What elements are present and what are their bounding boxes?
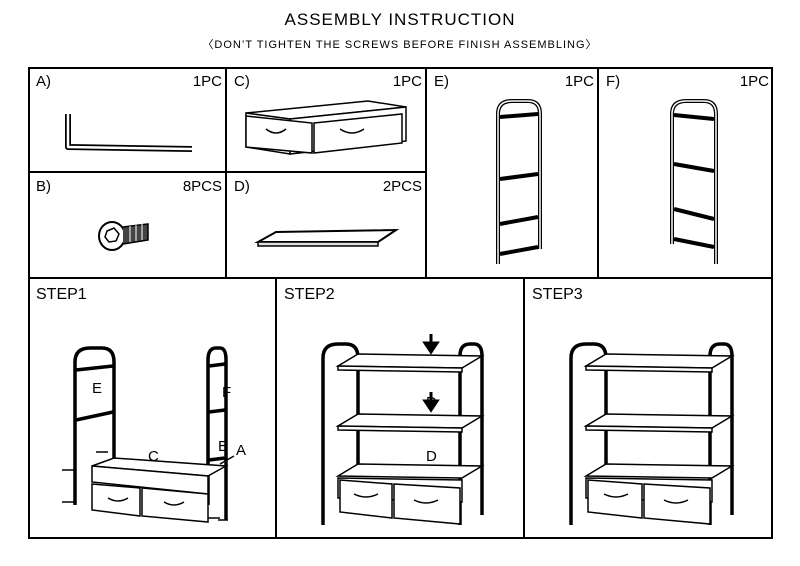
part-c-cell: C) 1PC [228, 69, 428, 174]
step3-illustration [569, 342, 735, 525]
step1-illustration [62, 346, 235, 523]
part-b-cell: B) 8PCS [30, 174, 228, 280]
step2-illustration [321, 334, 485, 525]
instruction-grid: A) 1PC B) 8PCS C) 1PC [28, 67, 773, 539]
page-subtitle: 〈DON’T TIGHTEN THE SCREWS BEFORE FINISH … [202, 39, 598, 51]
part-d-cell: D) 2PCS [228, 174, 428, 280]
part-d-qty: 2PCS [382, 178, 422, 195]
step1-title: STEP1 [36, 286, 87, 303]
grid-lines [28, 67, 773, 539]
part-e-cell: E) 1PC [428, 69, 600, 280]
step2-title: STEP2 [284, 286, 335, 303]
part-b-qty: 8PCS [182, 178, 222, 195]
step3-title: STEP3 [532, 286, 583, 303]
step1-label-f: F [222, 384, 232, 401]
step3-cell: STEP3 [526, 280, 775, 541]
step1-label-e: E [92, 380, 103, 397]
part-f-qty: 1PC [739, 73, 769, 90]
allen-key-icon [65, 114, 193, 152]
step2-cell: STEP2 [278, 280, 526, 541]
part-c-qty: 1PC [392, 73, 422, 90]
part-d-label: D) [234, 178, 250, 195]
part-f-cell: F) 1PC [600, 69, 775, 280]
step1-label-b: B [218, 438, 229, 455]
side-frame-f-icon [670, 99, 718, 264]
part-e-label: E) [434, 73, 449, 90]
shelf-board-icon [254, 228, 400, 247]
part-c-label: C) [234, 73, 250, 90]
screw-icon [98, 221, 149, 251]
drawer-unit-icon [245, 100, 407, 155]
part-a-label: A) [36, 73, 51, 90]
part-f-label: F) [606, 73, 621, 90]
part-e-qty: 1PC [564, 73, 594, 90]
step1-label-c: C [148, 448, 159, 465]
part-a-qty: 1PC [192, 73, 222, 90]
page-title: ASSEMBLY INSTRUCTION [284, 10, 516, 29]
step1-cell: STEP1 [30, 280, 278, 541]
part-a-cell: A) 1PC [30, 69, 228, 174]
part-b-label: B) [36, 178, 51, 195]
step2-label-d2: D [426, 448, 437, 465]
step2-label-d1: D [426, 394, 437, 411]
side-frame-e-icon [496, 99, 542, 264]
step1-label-a: A [236, 442, 247, 459]
